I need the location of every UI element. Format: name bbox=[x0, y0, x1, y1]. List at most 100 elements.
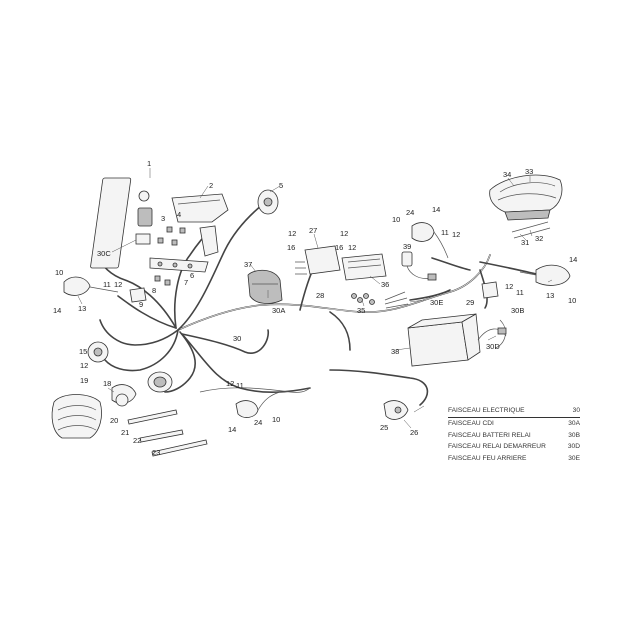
callout-4: 4 bbox=[177, 210, 181, 219]
callout-6: 6 bbox=[190, 271, 194, 280]
headlight bbox=[51, 394, 102, 439]
callout-30: 30 bbox=[233, 334, 241, 343]
callout-10: 10 bbox=[272, 415, 280, 424]
relay bbox=[129, 287, 147, 303]
callout-30e: 30E bbox=[430, 298, 443, 307]
callout-2: 2 bbox=[209, 181, 213, 190]
ignition-coil bbox=[247, 269, 283, 304]
callout-30c: 30C bbox=[97, 249, 111, 258]
callout-34: 34 bbox=[503, 170, 511, 179]
callout-12: 12 bbox=[348, 243, 356, 252]
callout-16: 16 bbox=[287, 243, 295, 252]
callout-20: 20 bbox=[110, 416, 118, 425]
tail-light bbox=[489, 174, 563, 221]
callout-13: 13 bbox=[78, 304, 86, 313]
callout-3: 3 bbox=[161, 214, 165, 223]
callout-15: 15 bbox=[79, 347, 87, 356]
starter-relay bbox=[383, 400, 409, 420]
legend-row: FAISCEAU FEU ARRIERE 30E bbox=[448, 453, 580, 465]
battery bbox=[407, 313, 481, 367]
legend-row: FAISCEAU RELAI DEMARREUR 30D bbox=[448, 441, 580, 453]
callout-11: 11 bbox=[103, 280, 111, 289]
dashboard-cover bbox=[171, 193, 229, 223]
callout-12: 12 bbox=[340, 229, 348, 238]
callout-10: 10 bbox=[568, 296, 576, 305]
callout-28: 28 bbox=[316, 291, 324, 300]
callout-30d: 30D bbox=[486, 342, 500, 351]
leader-lines bbox=[77, 168, 553, 429]
legend-name: FAISCEAU ELECTRIQUE bbox=[448, 407, 525, 414]
legend-code: 30B bbox=[568, 431, 580, 439]
callout-14: 14 bbox=[432, 205, 440, 214]
callout-13: 13 bbox=[546, 291, 554, 300]
cable-ties bbox=[127, 409, 208, 457]
callout-16: 16 bbox=[335, 243, 343, 252]
callout-labels: 1 2 3 4 5 6 7 8 9 10 10 10 10 11 11 11 1… bbox=[53, 159, 577, 457]
callout-8: 8 bbox=[152, 286, 156, 295]
legend-name: FAISCEAU RELAI DEMARREUR bbox=[448, 443, 546, 451]
callout-33: 33 bbox=[525, 167, 533, 176]
callout-1: 1 bbox=[147, 159, 151, 168]
side-stand-switch bbox=[401, 251, 437, 281]
legend-name: FAISCEAU CDI bbox=[448, 419, 494, 427]
flasher-unit bbox=[87, 341, 109, 363]
harness-legend: FAISCEAU ELECTRIQUE 30 FAISCEAU CDI 30A … bbox=[448, 405, 580, 465]
legend-name: FAISCEAU FEU ARRIERE bbox=[448, 455, 527, 463]
callout-14: 14 bbox=[53, 306, 61, 315]
rectifier bbox=[341, 253, 387, 281]
callout-26: 26 bbox=[410, 428, 418, 437]
callout-31: 31 bbox=[521, 238, 529, 247]
legend-name: FAISCEAU BATTERI RELAI bbox=[448, 431, 531, 439]
callout-18: 18 bbox=[103, 379, 111, 388]
legend-code: 30A bbox=[568, 419, 580, 427]
starter-relay-harness bbox=[477, 327, 507, 341]
headlight-bulb bbox=[111, 384, 137, 407]
legend-row: FAISCEAU BATTERI RELAI 30B bbox=[448, 430, 580, 442]
legend-code: 30 bbox=[572, 407, 580, 414]
connectors bbox=[351, 291, 409, 309]
callout-36: 36 bbox=[381, 280, 389, 289]
front-turn-signal bbox=[63, 276, 119, 296]
callout-11: 11 bbox=[441, 228, 449, 237]
callout-12: 12 bbox=[80, 361, 88, 370]
callout-27: 27 bbox=[309, 226, 317, 235]
callout-7: 7 bbox=[184, 278, 188, 287]
callout-9: 9 bbox=[139, 300, 143, 309]
callout-24: 24 bbox=[254, 418, 262, 427]
callout-22: 22 bbox=[133, 436, 141, 445]
callout-32: 32 bbox=[535, 234, 543, 243]
legend-row: FAISCEAU ELECTRIQUE 30 bbox=[448, 405, 580, 418]
speed-sensor bbox=[411, 222, 449, 259]
horn bbox=[257, 189, 279, 215]
mounting-bolts bbox=[511, 221, 551, 239]
cdi-unit bbox=[295, 245, 341, 275]
battery-relay bbox=[481, 281, 499, 299]
callout-39: 39 bbox=[403, 242, 411, 251]
callout-12: 12 bbox=[288, 229, 296, 238]
callout-25: 25 bbox=[380, 423, 388, 432]
callout-14: 14 bbox=[228, 425, 236, 434]
rear-turn-signal bbox=[519, 264, 571, 286]
callout-19: 19 bbox=[80, 376, 88, 385]
ignition-switch-ring bbox=[147, 371, 173, 393]
callout-37: 37 bbox=[244, 260, 252, 269]
callout-12: 12 bbox=[505, 282, 513, 291]
callout-30b: 30B bbox=[511, 306, 524, 315]
callout-12: 12 bbox=[114, 280, 122, 289]
callout-12: 12 bbox=[452, 230, 460, 239]
mounting-bracket bbox=[199, 225, 219, 257]
callout-12: 12 bbox=[226, 379, 234, 388]
callout-5: 5 bbox=[279, 181, 283, 190]
callout-11: 11 bbox=[236, 381, 244, 390]
callout-10: 10 bbox=[55, 268, 63, 277]
ignition-switch-assembly bbox=[90, 177, 153, 269]
callout-14: 14 bbox=[569, 255, 577, 264]
callout-24: 24 bbox=[406, 208, 414, 217]
neutral-switch bbox=[235, 391, 281, 418]
regulator-plate bbox=[149, 226, 209, 286]
legend-code: 30D bbox=[567, 443, 580, 451]
callout-21: 21 bbox=[121, 428, 129, 437]
callout-29: 29 bbox=[466, 298, 474, 307]
legend-row: FAISCEAU CDI 30A bbox=[448, 418, 580, 430]
